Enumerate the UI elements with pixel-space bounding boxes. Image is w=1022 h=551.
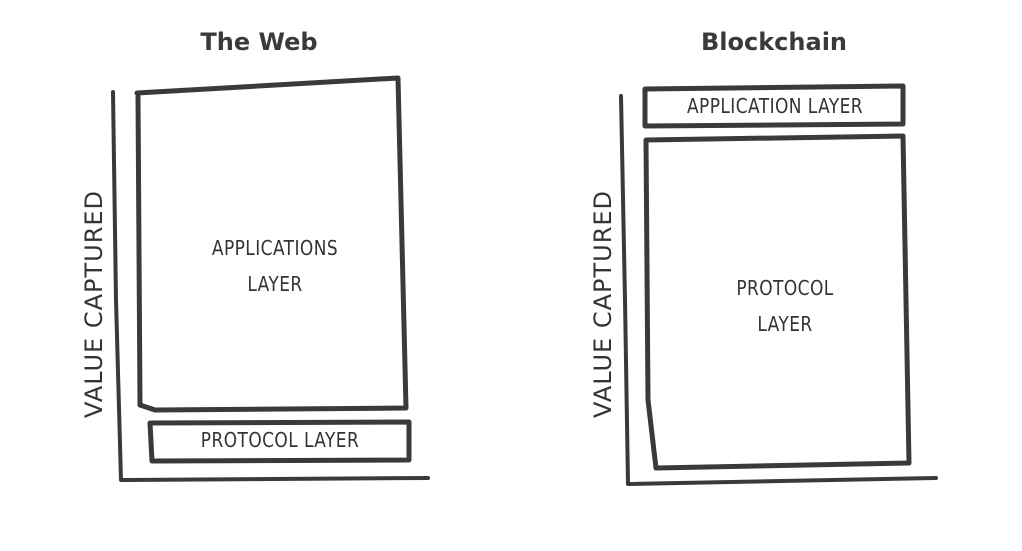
right-title: Blockchain — [700, 28, 847, 56]
label-line: LAYER — [757, 312, 813, 336]
left-protocol-box — [147, 419, 412, 464]
left-axis — [111, 90, 430, 482]
label-line: PROTOCOL — [736, 276, 834, 300]
right-axis-label: VALUE CAPTURED — [589, 189, 617, 418]
left-axis-label: VALUE CAPTURED — [80, 189, 108, 418]
right-application-label: APPLICATION LAYER — [686, 94, 864, 118]
left-title: The Web — [200, 28, 318, 56]
label-line: APPLICATIONS — [211, 236, 339, 260]
label-line: LAYER — [247, 272, 303, 296]
left-applications-label: APPLICATIONS LAYER — [186, 230, 365, 302]
right-protocol-box — [643, 133, 912, 471]
left-applications-box — [134, 75, 409, 413]
left-protocol-label: PROTOCOL LAYER — [200, 428, 360, 452]
right-protocol-label: PROTOCOL LAYER — [696, 270, 875, 342]
right-axis — [619, 94, 938, 486]
right-application-box — [642, 83, 906, 129]
